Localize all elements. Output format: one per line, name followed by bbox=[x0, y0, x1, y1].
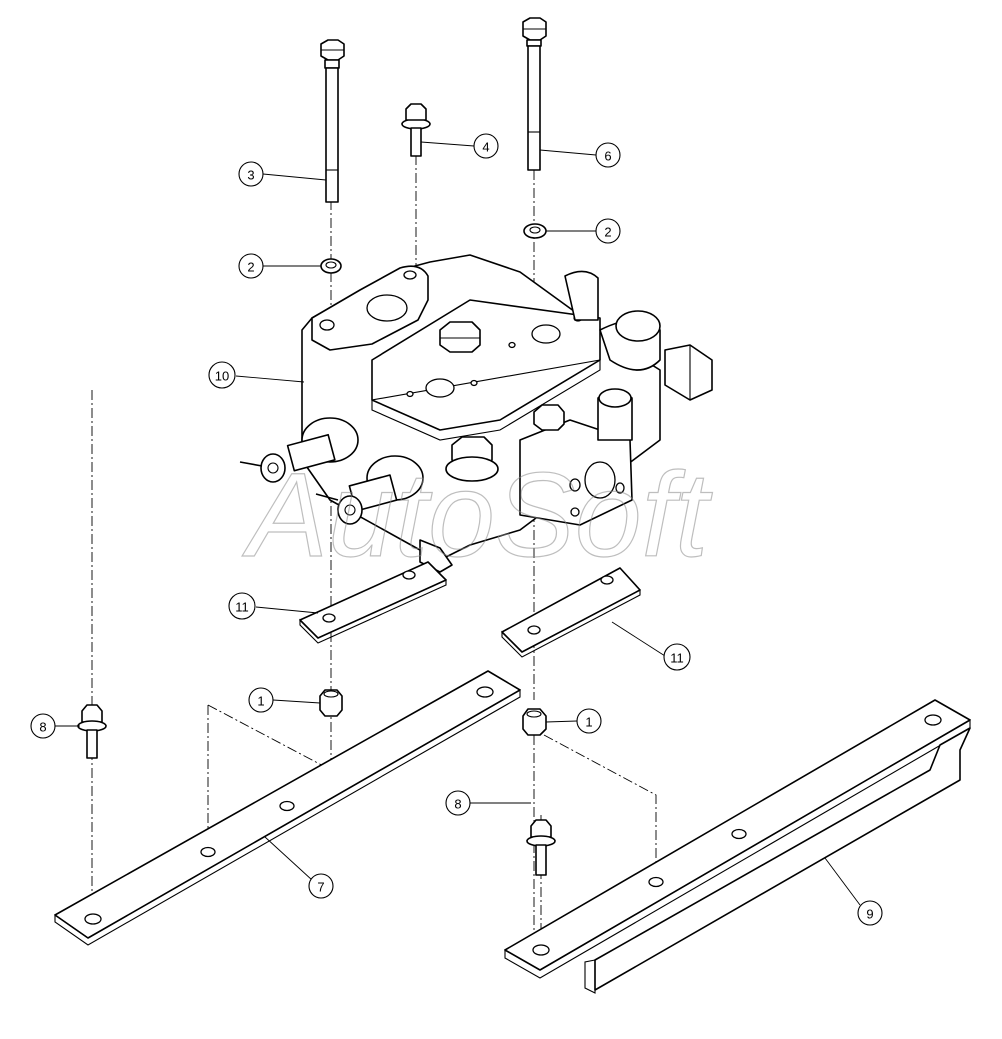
callout-label: 11 bbox=[670, 651, 684, 666]
callout-3: 3 bbox=[238, 161, 264, 187]
long-bolt-right bbox=[522, 17, 547, 171]
callout-7: 7 bbox=[308, 873, 334, 899]
callout-label: 6 bbox=[604, 149, 611, 164]
long-bolt-left bbox=[320, 39, 345, 203]
callout-label: 1 bbox=[257, 694, 264, 709]
callout-label: 7 bbox=[317, 880, 324, 895]
nut-left bbox=[319, 689, 343, 717]
mounting-bar-angle bbox=[504, 699, 971, 994]
callout-1-left: 1 bbox=[248, 687, 274, 713]
callout-1-right: 1 bbox=[576, 708, 602, 734]
mounting-bar-flat bbox=[54, 670, 521, 946]
control-valve-body bbox=[239, 254, 713, 573]
callout-label: 4 bbox=[482, 140, 489, 155]
callout-8-left: 8 bbox=[30, 713, 56, 739]
callout-11-left: 11 bbox=[228, 592, 256, 620]
callout-4: 4 bbox=[473, 133, 499, 159]
callout-8-right: 8 bbox=[445, 790, 471, 816]
callout-10: 10 bbox=[208, 361, 236, 389]
leader-lines bbox=[55, 141, 861, 906]
callout-label: 10 bbox=[215, 369, 229, 384]
shim-plate-left bbox=[299, 561, 447, 644]
callout-label: 8 bbox=[39, 720, 46, 735]
callout-label: 11 bbox=[235, 600, 249, 615]
callout-label: 2 bbox=[604, 225, 611, 240]
callout-2-right: 2 bbox=[595, 218, 621, 244]
callout-label: 2 bbox=[247, 260, 254, 275]
flange-bolt-left bbox=[77, 704, 107, 759]
callout-11-right: 11 bbox=[663, 643, 691, 671]
nut-right bbox=[522, 708, 547, 736]
flange-bolt-top bbox=[401, 103, 431, 157]
callout-label: 9 bbox=[866, 907, 873, 922]
callout-label: 8 bbox=[454, 797, 461, 812]
callout-2-left: 2 bbox=[238, 253, 264, 279]
callout-9: 9 bbox=[857, 900, 883, 926]
callout-label: 3 bbox=[247, 168, 254, 183]
washer-right bbox=[523, 223, 547, 239]
shim-plate-right bbox=[501, 567, 641, 658]
flange-bolt-right bbox=[526, 819, 556, 876]
callout-label: 1 bbox=[585, 715, 592, 730]
washer-left bbox=[320, 258, 342, 274]
watermark-text: AutoSoft bbox=[242, 448, 713, 582]
callout-6: 6 bbox=[595, 142, 621, 168]
